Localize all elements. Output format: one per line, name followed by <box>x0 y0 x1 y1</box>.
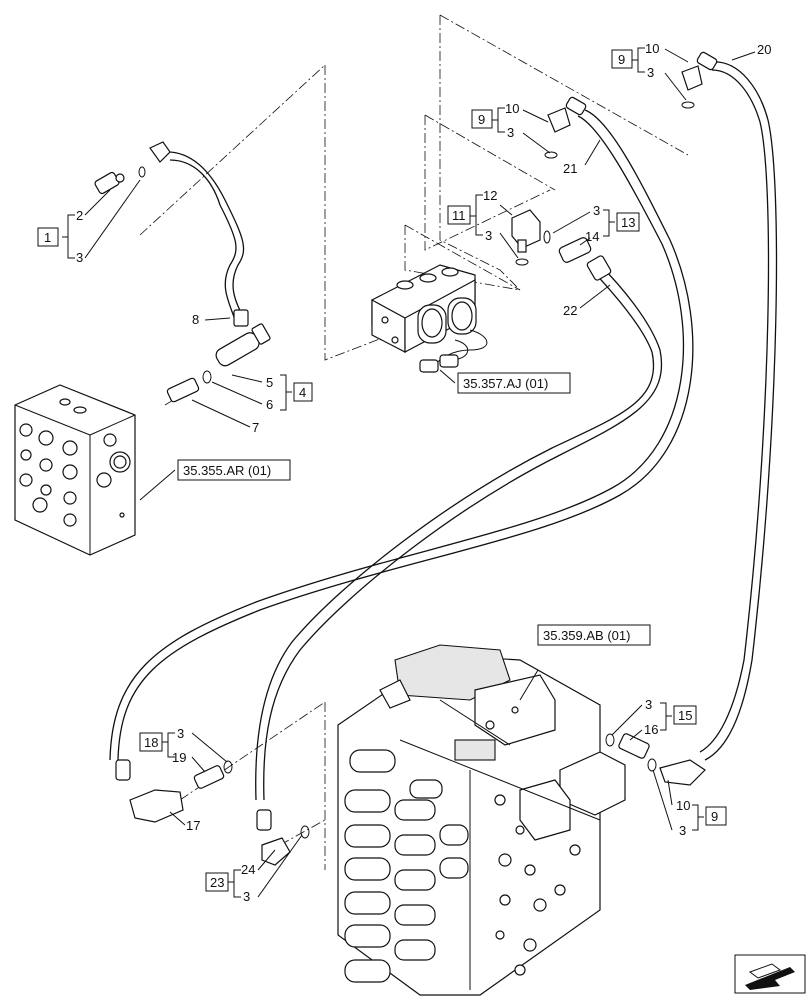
callout-14: 14 <box>585 229 599 244</box>
fittings <box>94 51 718 866</box>
callout-13: 13 <box>621 215 635 230</box>
callout-3: 3 <box>243 889 250 904</box>
callout-2: 2 <box>76 208 83 223</box>
arrow-icon[interactable] <box>734 954 806 994</box>
callout-3: 3 <box>679 823 686 838</box>
callout-9: 9 <box>618 52 625 67</box>
callout-3: 3 <box>177 726 184 741</box>
callout-3: 3 <box>507 125 514 140</box>
callout-20: 20 <box>757 42 771 57</box>
solenoid-valve-block <box>371 264 488 373</box>
callout-17: 17 <box>186 818 200 833</box>
reference-35-355-ar[interactable]: 35.355.AR (01) <box>183 463 271 478</box>
callout-19: 19 <box>172 750 186 765</box>
callout-15: 15 <box>678 708 692 723</box>
hose-22 <box>255 264 663 801</box>
callout-10: 10 <box>676 798 690 813</box>
reference-35-359-ab[interactable]: 35.359.AB (01) <box>543 628 630 643</box>
callout-3: 3 <box>485 228 492 243</box>
callout-boxes <box>37 49 727 892</box>
callout-9: 9 <box>711 809 718 824</box>
callout-18: 18 <box>144 735 158 750</box>
callout-8: 8 <box>192 312 199 327</box>
callout-4: 4 <box>299 385 306 400</box>
callout-3: 3 <box>647 65 654 80</box>
callout-3: 3 <box>645 697 652 712</box>
callout-3: 3 <box>76 250 83 265</box>
callout-22: 22 <box>563 303 577 318</box>
callout-10: 10 <box>505 101 519 116</box>
callout-3: 3 <box>593 203 600 218</box>
callout-24: 24 <box>241 862 255 877</box>
callout-21: 21 <box>563 161 577 176</box>
callout-16: 16 <box>644 722 658 737</box>
reference-labels: 35.357.AJ (01) 35.355.AR (01) 35.359.AB … <box>183 376 630 643</box>
callout-10: 10 <box>645 41 659 56</box>
callout-23: 23 <box>210 875 224 890</box>
hose-20 <box>699 61 778 761</box>
callout-11: 11 <box>452 208 466 223</box>
leader-lines <box>62 47 756 898</box>
center-lines <box>139 14 689 870</box>
hose-8 <box>162 151 245 318</box>
hose-21 <box>109 109 694 761</box>
callout-1: 1 <box>44 230 51 245</box>
callout-6: 6 <box>266 397 273 412</box>
reference-35-357-aj[interactable]: 35.357.AJ (01) <box>463 376 548 391</box>
callout-12: 12 <box>483 188 497 203</box>
callout-7: 7 <box>252 420 259 435</box>
callout-9: 9 <box>478 112 485 127</box>
manifold-block <box>14 384 136 556</box>
main-control-valve <box>337 644 626 996</box>
callout-labels: 1 2 3 8 4 5 6 7 9 10 3 20 9 10 3 21 11 1… <box>44 41 771 904</box>
callout-5: 5 <box>266 375 273 390</box>
